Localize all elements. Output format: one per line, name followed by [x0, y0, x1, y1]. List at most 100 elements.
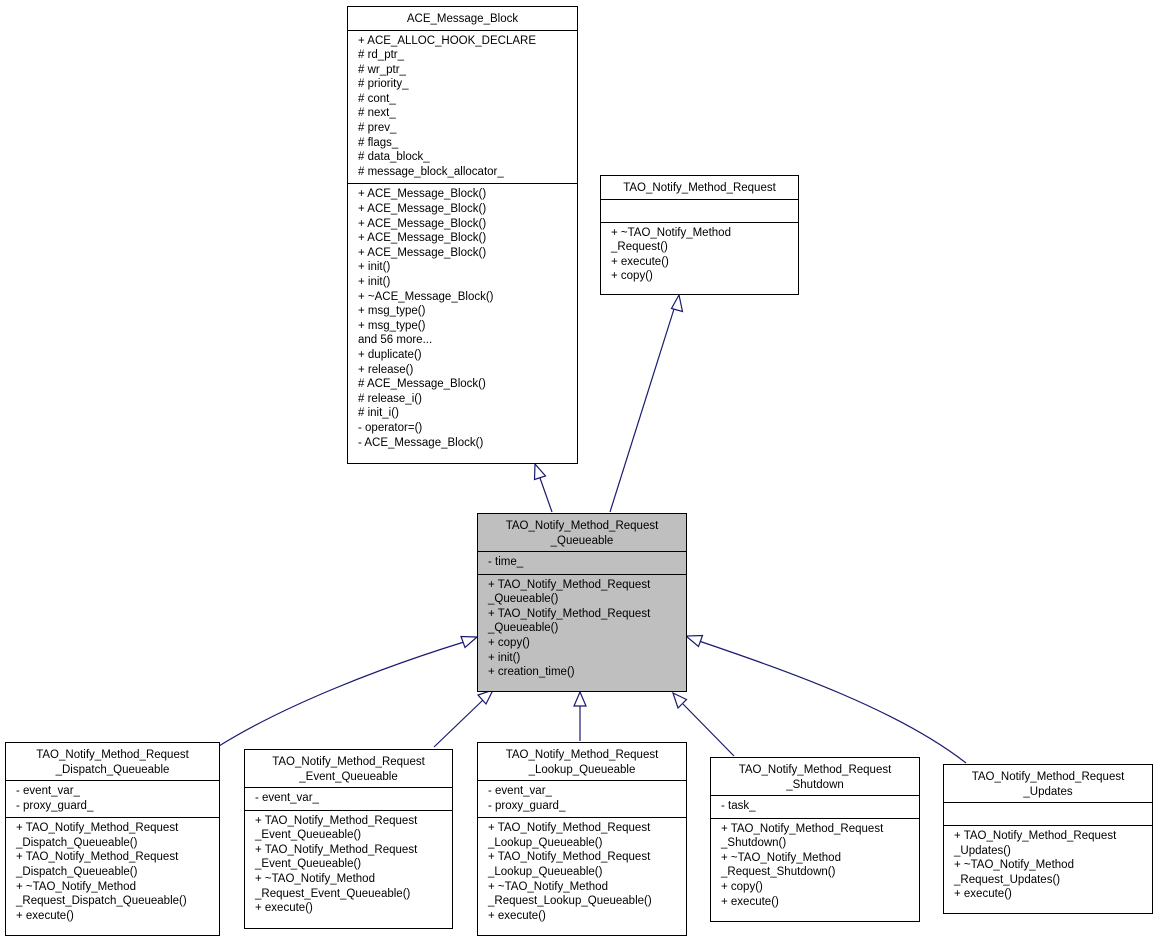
class-title: TAO_Notify_Method_Request	[601, 176, 798, 199]
method-line: + duplicate()	[358, 348, 422, 361]
class-title: TAO_Notify_Method_Request_Shutdown	[711, 758, 919, 795]
class-attributes: - event_var_	[245, 787, 452, 810]
class-attributes	[601, 198, 798, 222]
edge-arrowhead	[573, 690, 587, 707]
class-attributes: - event_var_ - proxy_guard_	[478, 780, 686, 817]
class-title: TAO_Notify_Method_Request_Lookup_Queueab…	[478, 743, 686, 780]
method-line: _Shutdown()	[721, 837, 787, 850]
method-line: + TAO_Notify_Method_Request	[488, 578, 651, 591]
method-line: - operator=()	[358, 421, 423, 434]
class-box-method-request[interactable]: TAO_Notify_Method_Request + ~TAO_Notify_M…	[600, 175, 799, 295]
method-line: # init_i()	[358, 407, 399, 420]
class-title: TAO_Notify_Method_Request _Updates	[944, 765, 1152, 802]
class-box-lookup-queueable[interactable]: TAO_Notify_Method_Request_Lookup_Queueab…	[477, 742, 687, 936]
class-name-line: TAO_Notify_Method_Request	[272, 756, 425, 768]
class-box-method-request-queueable[interactable]: TAO_Notify_Method_Request_Queueable- tim…	[477, 513, 687, 692]
class-methods: + TAO_Notify_Method_Request_Queueable()+…	[478, 573, 686, 684]
method-line: _Request()	[611, 241, 668, 254]
method-line: _Lookup_Queueable()	[488, 836, 603, 849]
class-methods: + TAO_Notify_Method_Request_Shutdown()+ …	[711, 817, 919, 914]
class-methods: + TAO_Notify_Method_Request _Dispatch_Que…	[6, 817, 219, 927]
class-name-line: TAO_Notify_Method_Request	[623, 182, 776, 194]
class-box-shutdown[interactable]: TAO_Notify_Method_Request_Shutdown- task…	[710, 757, 920, 922]
class-name-line: TAO_Notify_Method_Request	[971, 771, 1125, 783]
class-name-line: TAO_Notify_Method_Request	[36, 749, 189, 761]
method-line: + TAO_Notify_Method_Request	[488, 822, 651, 835]
method-line: + ACE_Message_Block()	[358, 217, 487, 230]
attribute-line: - event_var_	[488, 785, 552, 797]
method-line: + TAO_Notify_Method_Request	[255, 843, 418, 856]
method-line: + msg_type()	[358, 305, 426, 318]
class-attributes	[944, 802, 1152, 825]
class-methods: + TAO_Notify_Method_Request_Updates()+ ~…	[944, 825, 1152, 906]
method-line: + execute()	[255, 902, 313, 915]
class-box-dispatch-queueable[interactable]: TAO_Notify_Method_Request _Dispatch_Queue…	[5, 742, 220, 936]
method-line: + ~TAO_Notify_Method	[488, 880, 608, 893]
edge-updates-to-queueable	[698, 640, 967, 764]
class-methods: + ~TAO_Notify_Method _Request()+ execute(…	[601, 221, 798, 288]
edge-arrowhead	[460, 635, 479, 649]
class-title: TAO_Notify_Method_Request_Event_Queueabl…	[245, 750, 452, 787]
method-line: + ACE_Message_Block()	[358, 203, 487, 216]
attribute-line: - proxy_guard_	[488, 799, 566, 812]
attribute-line: # data_block_	[358, 151, 430, 164]
attribute-line: # message_block_allocator_	[358, 165, 504, 178]
method-line: + TAO_Notify_Method_Request	[16, 822, 179, 835]
method-line: + execute()	[954, 888, 1012, 901]
edge-arrowhead	[671, 691, 688, 710]
class-name-line: TAO_Notify_Method_Request	[738, 764, 892, 776]
class-attributes: + ACE_ALLOC_HOOK_DECLARE# rd_ptr_# wr_pt…	[348, 29, 577, 184]
class-methods: + ACE_Message_Block()+ ACE_Message_Block…	[348, 183, 577, 454]
method-line: + ~TAO_Notify_Method	[16, 880, 136, 893]
method-line: # release_i()	[358, 392, 422, 405]
class-attributes: - event_var_- proxy_guard_	[6, 780, 219, 817]
class-attributes: - time_	[478, 551, 686, 574]
class-name-line: ACE_Message_Block	[406, 13, 519, 25]
method-line: + ~ACE_Message_Block()	[358, 290, 494, 303]
method-line: and 56 more...	[358, 334, 433, 347]
method-line: + ~TAO_Notify_Method	[255, 872, 375, 885]
method-line: + execute()	[488, 909, 546, 922]
edge-shutdown-to-queueable	[682, 703, 735, 757]
attribute-line: # wr_ptr_	[358, 63, 406, 76]
method-line: + ~TAO_Notify_Method	[611, 226, 731, 239]
method-line: _Request_Event_Queueable()	[255, 887, 411, 900]
method-line: _Lookup_Queueable()	[488, 865, 603, 878]
method-line: _Request_Lookup_Queueable()	[488, 895, 652, 908]
edge-queueable-to-method-request	[609, 308, 675, 513]
class-box-ace-message-block[interactable]: ACE_Message_Block + ACE_ALLOC_HOOK_DECLAR…	[347, 6, 578, 464]
attribute-line: # rd_ptr_	[358, 49, 405, 62]
class-methods: + TAO_Notify_Method_Request_Event_Queuea…	[245, 809, 452, 920]
class-title: TAO_Notify_Method_Request_Queueable	[478, 514, 686, 551]
attribute-line: # priority_	[358, 78, 409, 91]
class-name-line: _Updates	[1023, 785, 1073, 798]
method-line: _Event_Queueable()	[255, 829, 362, 842]
edge-queueable-to-ace-message-block	[539, 477, 553, 513]
method-line: + execute()	[721, 895, 779, 908]
method-line: + ~TAO_Notify_Method	[721, 851, 841, 864]
method-line: _Request_Dispatch_Queueable()	[16, 895, 187, 908]
method-line: + init()	[358, 276, 391, 288]
edge-arrowhead	[533, 462, 547, 481]
class-name-line: _Dispatch_Queueable	[55, 763, 170, 776]
class-box-event-queueable[interactable]: TAO_Notify_Method_Request _Event_Queueabl…	[244, 749, 453, 929]
edge-dispatch-to-queueable	[218, 641, 465, 747]
method-line: + TAO_Notify_Method_Request	[255, 814, 418, 827]
class-name-line: TAO_Notify_Method_Request	[505, 520, 659, 532]
method-line: + TAO_Notify_Method_Request	[721, 822, 884, 835]
attribute-line: # prev_	[358, 122, 397, 135]
method-line: + msg_type()	[358, 319, 426, 332]
method-line: _Dispatch_Queueable()	[16, 865, 138, 878]
method-line: + ~TAO_Notify_Method	[954, 859, 1074, 872]
class-title: TAO_Notify_Method_Request _Dispatch_Queue…	[6, 743, 219, 780]
class-box-updates[interactable]: TAO_Notify_Method_Request _Updates + TAO_N…	[943, 764, 1153, 914]
method-line: + TAO_Notify_Method_Request	[488, 607, 651, 620]
attribute-line: # next_	[358, 107, 396, 120]
method-line: + ACE_Message_Block()	[358, 232, 487, 245]
method-line: + ACE_Message_Block()	[358, 246, 487, 259]
method-line: + TAO_Notify_Method_Request	[488, 851, 651, 864]
class-methods: + TAO_Notify_Method_Request_Lookup_Queue…	[478, 817, 686, 927]
edge-arrowhead	[684, 634, 704, 648]
method-line: + execute()	[611, 255, 669, 268]
